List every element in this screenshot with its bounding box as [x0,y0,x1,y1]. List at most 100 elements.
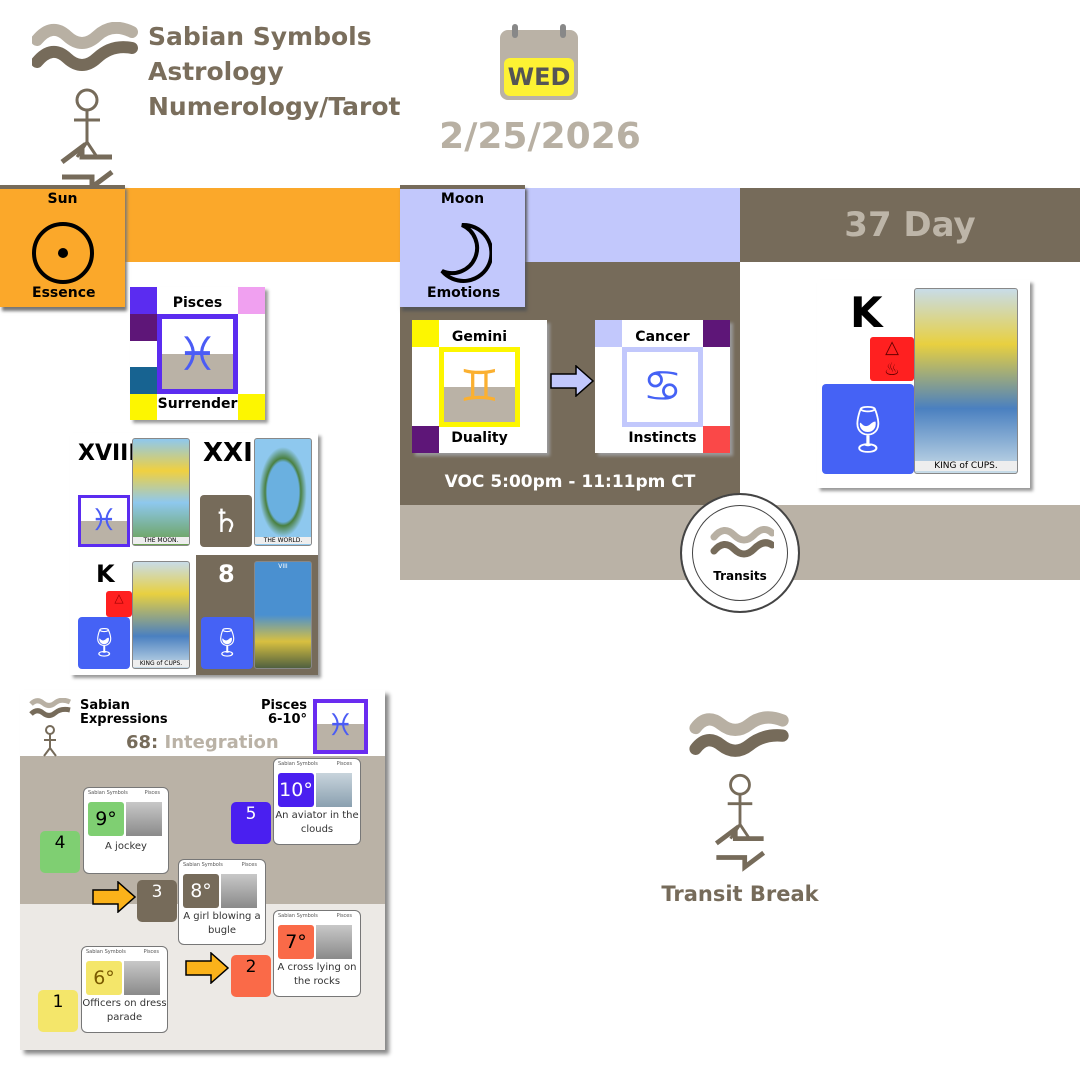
symbol-image [316,773,352,807]
sabian-logo-icon [32,22,138,187]
tarot-numeral-1: XVIII [78,441,137,466]
symbol-text: A cross lying on the rocks [277,962,357,987]
degree-label: 6° [86,961,122,995]
number-badge-label: 5 [245,804,257,824]
calendar-icon: WED [500,24,578,100]
cup-suit-icon: 🍷︎ [201,617,253,669]
transits-button[interactable]: Transits [680,493,800,613]
pisces-glyph-icon: ♓ [78,495,130,547]
tarot-card-caption: VIII [278,563,288,570]
mini-header: Sabian Symbols [278,913,318,919]
day-number: 37 Day [844,205,976,245]
cup-suit-icon: 🍷︎ [78,617,130,669]
pisces-glyph-icon: ♓ [157,314,238,394]
saturn-glyph-icon: ♄ [200,495,252,547]
sabian-logo-icon [29,698,72,757]
fire-element-icon: △ [106,591,132,617]
symbol-text: Officers on dress parade [82,998,167,1023]
weekday: WED [504,58,574,96]
transit-break-label: Transit Break [661,882,819,906]
cancer-glyph-icon: ♋ [622,347,703,427]
moon-box: Moon Emotions [400,185,525,307]
symbol-image [124,961,160,995]
sun-label: Sun [47,191,78,207]
theme-number: 68: [126,732,159,753]
symbol-card-6[interactable]: Sabian Symbols Pisces 6° Officers on dress … [81,946,168,1033]
pisces-glyph-icon: ♓ [313,699,368,754]
mini-sign: Pisces [336,913,352,919]
moon-sign-to-tile: Cancer ♋ Instincts [595,320,730,453]
number-badge-4: 4 [40,831,80,873]
tarot-card-caption: THE WORLD. [255,537,311,544]
number-badge-label: 2 [245,957,257,977]
tarot-card-world[interactable]: THE WORLD. [254,438,312,546]
void-of-course-time: VOC 5:00pm - 11:11pm CT [444,472,696,492]
symbol-text: A girl blowing a bugle [183,911,261,936]
arrow-right-icon [92,881,136,913]
moon-glyph-icon [440,222,492,283]
range-sign: Pisces [261,698,307,713]
mini-header: Sabian Symbols [86,949,126,955]
transits-label: Transits [713,569,767,583]
symbol-card-10[interactable]: Sabian Symbols Pisces 10° An aviator in the… [273,758,361,845]
number-badge-2: 2 [231,955,271,997]
arrow-right-icon [550,365,594,397]
number-badge-1: 1 [38,990,78,1032]
number-badge-label: 4 [54,833,66,853]
tarot-grid: XVIII THE MOON. ♓ XXI THE WORLD. ♄ K △ 🍷… [70,433,318,675]
date: 2/25/2026 [439,116,641,157]
sabian-expressions-panel: Sabian Expressions Pisces 6-10° ♓ 68: In… [20,690,385,1050]
mini-header: Sabian Symbols [88,790,128,796]
sun-sign-tile: Pisces ♓ Surrender [130,287,265,420]
brand-line-3: Numerology/Tarot [148,92,401,121]
degree-label: 10° [278,773,314,807]
symbol-card-9[interactable]: Sabian Symbols Pisces 9° A jockey [83,787,169,874]
theme: 68: Integration [126,732,279,753]
cup-suit-icon: 🍷︎ [822,384,914,474]
tarot-card-eight-of-cups[interactable]: VIII [254,561,312,669]
symbol-image [316,925,352,959]
sun-sign-keyword: Surrender [157,396,238,412]
symbol-text: A jockey [105,841,147,852]
sun-sub: Essence [32,285,96,301]
mini-sign: Pisces [241,862,257,868]
sun-glyph-icon [32,222,94,284]
tarot-card-moon[interactable]: THE MOON. [132,438,190,546]
degree-range: 6-10° [267,712,307,727]
symbol-image [126,802,162,836]
tarot-card-king-of-cups[interactable]: KING of CUPS. [132,561,190,669]
moon-sign-from-tile: Gemini ♊ Duality [412,320,547,453]
mini-sign: Pisces [336,761,352,767]
sabian-logo-icon [710,526,774,558]
day-card-panel: K △♨ 🍷︎ KING of CUPS. [817,280,1030,488]
brand-line-2: Astrology [148,57,284,86]
day-band [740,188,1080,262]
tarot-card-caption: THE MOON. [133,537,189,544]
tarot-numeral-2: XXI [203,438,253,468]
sun-box: Sun Essence [0,185,125,307]
moon-sign-to-name: Cancer [635,329,690,345]
number-badge-3: 3 [137,880,177,922]
arrow-right-icon [185,952,229,984]
sabian-title-2: Expressions [80,712,168,727]
brand-line-1: Sabian Symbols [148,22,372,51]
mini-sign: Pisces [143,949,159,955]
number-badge-label: 1 [52,992,64,1012]
gemini-glyph-icon: ♊ [439,347,520,427]
moon-sign-from-name: Gemini [451,329,508,345]
fire-element-icon: △♨ [870,337,914,381]
number-badge-label: 3 [151,882,163,902]
theme-name: Integration [164,732,279,753]
moon-sub: Emotions [427,285,501,301]
number-badge-5: 5 [231,802,271,844]
day-card-numeral: K [850,288,883,337]
symbol-image [221,874,257,908]
mini-header: Sabian Symbols [278,761,318,767]
moon-sign-to-keyword: Instincts [628,430,697,446]
tarot-card-king-of-cups[interactable]: KING of CUPS. [914,288,1018,474]
degree-label: 9° [88,802,124,836]
symbol-text: An aviator in the clouds [275,810,359,835]
mini-sign: Pisces [144,790,160,796]
